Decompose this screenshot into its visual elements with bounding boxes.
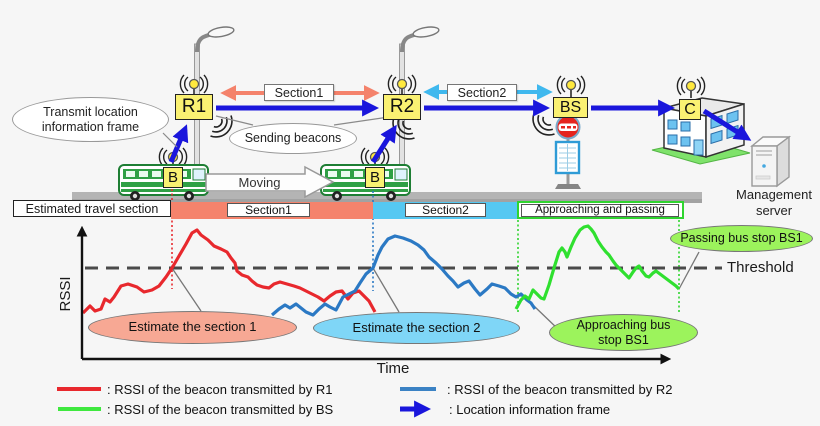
transmit-callout: Transmit location information frame <box>12 97 169 142</box>
estimated-travel-section-box: Estimated travel section <box>13 200 171 217</box>
sending-beacons-callout: Sending beacons <box>229 123 357 154</box>
callout-pointers <box>162 115 390 148</box>
legend-label-r2: : RSSI of the beacon transmitted by R2 <box>447 382 673 397</box>
rssi-curve-r2 <box>270 234 537 317</box>
node-bs: BS <box>553 97 588 118</box>
moving-label: Moving <box>238 175 281 190</box>
passing-bus-stop-bubble: Passing bus stop BS1 <box>670 225 813 252</box>
bus-stop-sign-icon <box>554 114 581 189</box>
antenna-icon <box>676 76 706 99</box>
legend-samples <box>57 387 436 418</box>
rssi-curve-r1 <box>81 228 377 315</box>
server-icon <box>750 135 792 188</box>
bus-label: B <box>163 167 183 188</box>
location-frame-arrows <box>168 99 752 164</box>
rssi-curve-bs <box>514 224 681 310</box>
y-axis-label: RSSI <box>56 276 74 312</box>
bus-label: B <box>365 167 385 188</box>
estimate-section2-bubble: Estimate the section 2 <box>313 312 520 344</box>
approaching-bus-stop-bubble: Approaching bus stop BS1 <box>549 314 698 351</box>
approaching-band-label: Approaching and passing <box>521 203 679 217</box>
section2-band-label: Section2 <box>405 203 486 217</box>
management-server-label: Management server <box>736 187 812 218</box>
beacon-waves-icon <box>532 112 556 136</box>
section1-arrow-label: Section1 <box>264 84 334 101</box>
legend-label-bs: : RSSI of the beacon transmitted by BS <box>107 402 334 417</box>
rssi-chart <box>76 189 722 365</box>
section2-arrow-label: Section2 <box>447 84 517 101</box>
legend-label-r1: : RSSI of the beacon transmitted by R1 <box>107 382 333 397</box>
x-axis-label: Time <box>376 360 410 377</box>
moving-arrow <box>205 165 335 199</box>
legend-label-frame: : Location information frame <box>449 402 611 417</box>
annotation-pointers <box>171 251 700 332</box>
antenna-icon <box>556 75 586 98</box>
threshold-label: Threshold <box>727 259 794 276</box>
chart-axes <box>76 225 672 365</box>
node-r1: R1 <box>175 94 213 120</box>
section1-band-label: Section1 <box>227 203 310 217</box>
node-r2: R2 <box>383 94 421 120</box>
node-c: C <box>679 99 701 120</box>
estimate-section1-bubble: Estimate the section 1 <box>88 311 297 344</box>
